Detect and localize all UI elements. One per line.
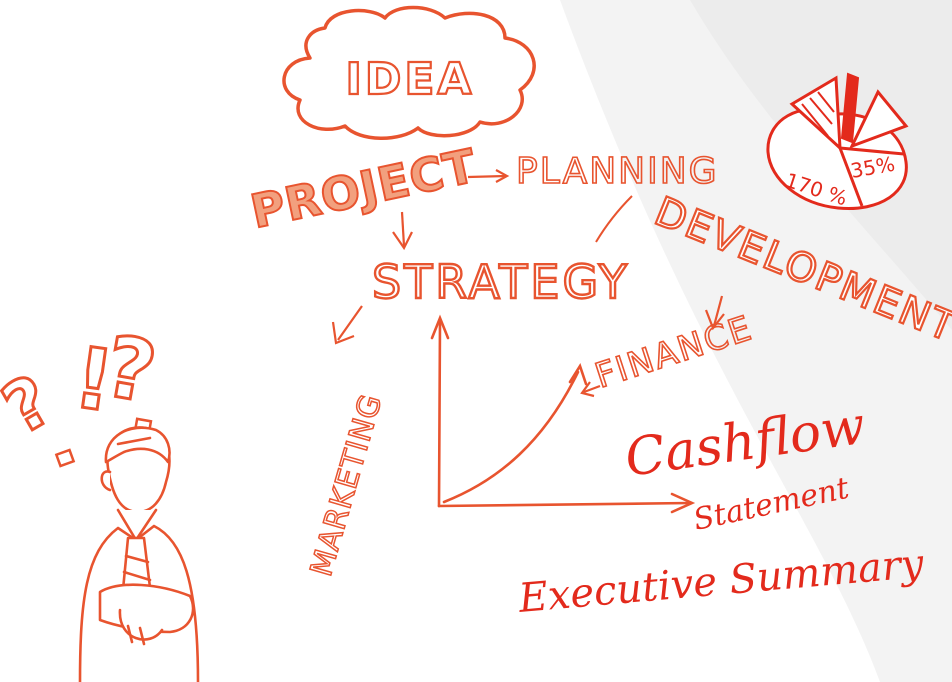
idea-label: IDEA [345,54,474,105]
planning-label: PLANNING [516,151,719,192]
marketing-label: MARKETING [304,390,389,580]
connector-line [595,195,633,243]
pie-slice-hatched [789,75,842,152]
question-mark-left: ? [0,359,66,450]
arrow-icon [467,169,510,183]
pie-chart-icon: 170 % 35% [766,72,909,210]
dot-decoration [54,448,76,468]
cloud-icon [282,5,536,140]
idea-cloud: IDEA [282,5,536,140]
pie-hatching [801,91,835,137]
thinking-man-icon [78,426,200,682]
arrow-icon [331,305,363,345]
arrow-icon [392,211,413,251]
pie-slice-open [849,89,909,149]
question-marks: ? ! ? [0,316,165,468]
pie-slice-solid [840,72,860,144]
project-label: PROJECT [246,138,481,238]
pie-divider [838,147,864,207]
strategy-label: STRATEGY [372,255,630,309]
arrow-icon [704,295,725,331]
pie-divider [839,146,905,156]
arrow-icon [580,381,601,398]
growth-graph-icon [430,314,696,514]
